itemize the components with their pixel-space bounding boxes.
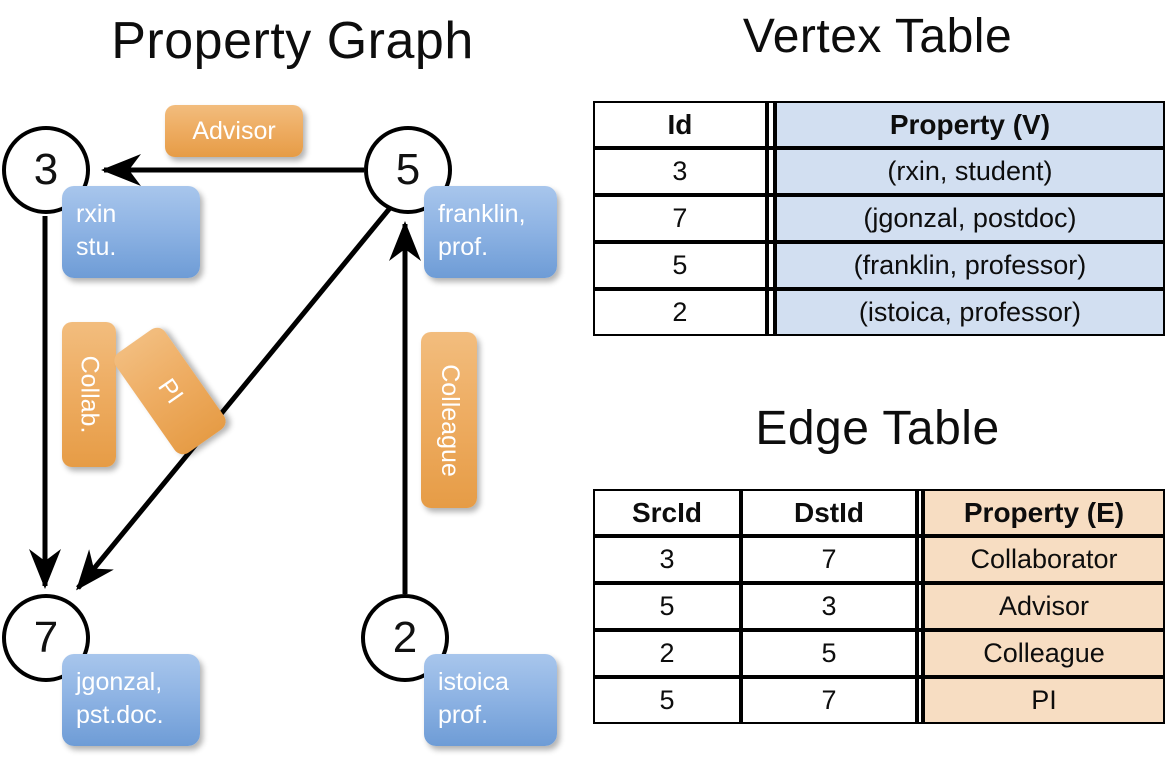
column-gap <box>766 195 775 242</box>
table-row: 3 7 Collaborator <box>593 536 1165 583</box>
graph-edges-layer <box>29 154 421 594</box>
column-gap <box>766 242 775 289</box>
column-gap <box>766 289 775 336</box>
edge-cell-property: Colleague <box>923 630 1165 677</box>
edge-cell-src: 3 <box>593 536 741 583</box>
column-gap <box>917 677 923 724</box>
table-row: 5 7 PI <box>593 677 1165 724</box>
node-property-line-1: jgonzal, <box>76 668 163 696</box>
vertex-cell-id: 3 <box>593 148 767 195</box>
edge-cell-src: 2 <box>593 630 741 677</box>
graph-node-5[interactable]: 5 <box>364 126 452 214</box>
node-property-line-2: prof. <box>438 233 489 261</box>
vertex-cell-property: (franklin, professor) <box>774 242 1165 289</box>
edge-label-collab: Collab. <box>62 322 116 467</box>
edge-cell-dst: 3 <box>741 583 917 630</box>
page-title-edge-table: Edge Table <box>755 402 1000 455</box>
edge-cell-property: PI <box>923 677 1165 724</box>
edge-label-advisor: Advisor <box>165 105 303 157</box>
table-header-row: Id Property (V) <box>593 101 1165 148</box>
vertex-cell-property: (istoica, professor) <box>774 289 1165 336</box>
edge-cell-dst: 7 <box>741 536 917 583</box>
edge-label-colleague-text: Colleague <box>435 363 464 477</box>
vertex-cell-id: 2 <box>593 289 767 336</box>
column-gap <box>917 536 923 583</box>
node-property-line-2: prof. <box>438 701 489 729</box>
table-row: 5 (franklin, professor) <box>593 242 1165 289</box>
edge-cell-property: Advisor <box>923 583 1165 630</box>
table-header-row: SrcId DstId Property (E) <box>593 489 1165 536</box>
edge-cell-src: 5 <box>593 677 741 724</box>
table-row: 2 5 Colleague <box>593 630 1165 677</box>
edge-table-grid: SrcId DstId Property (E) 3 7 Collaborato… <box>593 489 1165 724</box>
node-property-line-1: rxin <box>76 200 117 228</box>
vertex-cell-id: 5 <box>593 242 767 289</box>
column-gap <box>766 101 775 148</box>
edge-label-advisor-text: Advisor <box>192 116 276 145</box>
edge-label-pi-text: PI <box>152 373 189 409</box>
table-row: 7 (jgonzal, postdoc) <box>593 195 1165 242</box>
column-gap <box>766 148 775 195</box>
vertex-cell-property: (rxin, student) <box>774 148 1165 195</box>
node-property-box-3: rxin stu. <box>62 186 200 278</box>
edge-label-colleague: Colleague <box>421 332 477 508</box>
node-property-line-1: istoica <box>438 668 509 696</box>
node-property-line-2: stu. <box>76 233 117 261</box>
table-row: 5 3 Advisor <box>593 583 1165 630</box>
edge-col-header-property: Property (E) <box>923 489 1165 536</box>
page-title-property-graph: Property Graph <box>111 12 474 70</box>
property-graph-diagram: 3 5 7 2 rxin stu. franklin, prof. jgonza… <box>2 105 557 746</box>
edge-cell-property: Collaborator <box>923 536 1165 583</box>
edge-cell-src: 5 <box>593 583 741 630</box>
node-property-line-1: franklin, <box>438 200 526 228</box>
node-property-box-7: jgonzal, pst.doc. <box>62 654 200 746</box>
vertex-table-grid: Id Property (V) 3 (rxin, student) 7 (jgo… <box>593 101 1165 336</box>
column-gap <box>917 583 923 630</box>
table-row: 2 (istoica, professor) <box>593 289 1165 336</box>
column-gap <box>917 489 923 536</box>
vertex-col-header-property: Property (V) <box>774 101 1165 148</box>
vertex-table: Id Property (V) 3 (rxin, student) 7 (jgo… <box>593 101 1165 336</box>
node-property-box-5: franklin, prof. <box>424 186 557 278</box>
edge-table: SrcId DstId Property (E) 3 7 Collaborato… <box>593 489 1165 724</box>
vertex-cell-property: (jgonzal, postdoc) <box>774 195 1165 242</box>
edge-5-to-7-pi <box>76 206 392 591</box>
edge-cell-dst: 5 <box>741 630 917 677</box>
node-property-line-2: pst.doc. <box>76 701 164 729</box>
page-title-vertex-table: Vertex Table <box>742 10 1013 63</box>
vertex-col-header-id: Id <box>593 101 767 148</box>
graph-node-2[interactable]: 2 <box>361 594 449 682</box>
edge-label-collab-text: Collab. <box>75 355 104 434</box>
table-row: 3 (rxin, student) <box>593 148 1165 195</box>
node-property-box-2: istoica prof. <box>424 654 557 746</box>
edge-col-header-dstid: DstId <box>741 489 917 536</box>
edge-col-header-srcid: SrcId <box>593 489 741 536</box>
column-gap <box>917 630 923 677</box>
edge-cell-dst: 7 <box>741 677 917 724</box>
vertex-cell-id: 7 <box>593 195 767 242</box>
